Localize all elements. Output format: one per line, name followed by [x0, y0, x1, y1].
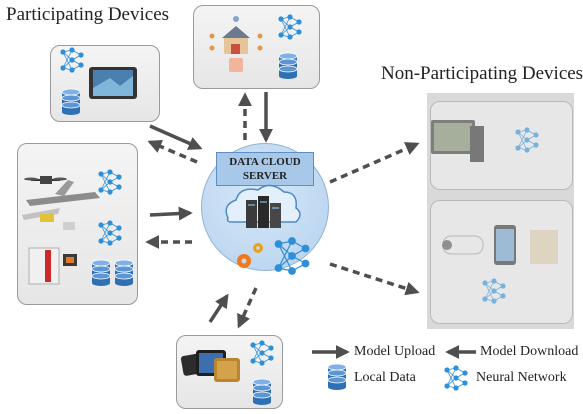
database-icon: [61, 88, 81, 116]
arrow-download-camera: [329, 262, 420, 296]
smart-home-icon: [209, 16, 263, 72]
neural-network-icon: [97, 168, 123, 196]
legend-local-data: Local Data: [354, 370, 416, 385]
tablet-icon: [89, 67, 137, 99]
desktop-computer-icon: [431, 120, 484, 162]
database-icon: [252, 378, 272, 406]
neural-network-icon: [514, 126, 540, 154]
arrow-download-phones: [237, 287, 258, 329]
smartphones-icon: [180, 350, 240, 382]
neural-network-icon: [249, 339, 275, 367]
gear-icon: [237, 243, 263, 268]
arrow-download-tablet: [147, 139, 198, 164]
cloud-server-icon: [225, 184, 301, 228]
database-icon: [91, 259, 111, 287]
arrow-download-desktop: [329, 142, 420, 184]
neural-network-icon: [277, 13, 303, 41]
neural-network-icon: [273, 236, 311, 276]
legend-model-download: Model Download: [480, 344, 579, 359]
legend-model-upload: Model Upload: [354, 344, 436, 359]
server-label: DATA CLOUD SERVER: [216, 152, 314, 186]
drone-plane-robot-icon: [22, 176, 100, 285]
neural-network-icon: [481, 277, 507, 305]
neural-network-icon: [59, 46, 85, 74]
arrow-upload-tablet: [149, 124, 203, 150]
legend-neural-network-icon: [443, 364, 469, 392]
non-participating-devices-title: Non-Participating Devices: [381, 63, 583, 84]
legend-neural-network: Neural Network: [476, 370, 567, 385]
security-camera-phone-icon: [442, 225, 558, 265]
participating-devices-title: Participating Devices: [6, 4, 170, 25]
arrow-upload-phones: [208, 293, 229, 323]
legend-database-icon: [327, 363, 347, 391]
server-label-line2: SERVER: [242, 170, 288, 182]
database-icon: [278, 52, 298, 80]
database-icon: [114, 259, 134, 287]
neural-network-icon: [97, 219, 123, 247]
arrow-upload-drone: [149, 206, 193, 221]
server-label-line1: DATA CLOUD: [229, 156, 301, 168]
